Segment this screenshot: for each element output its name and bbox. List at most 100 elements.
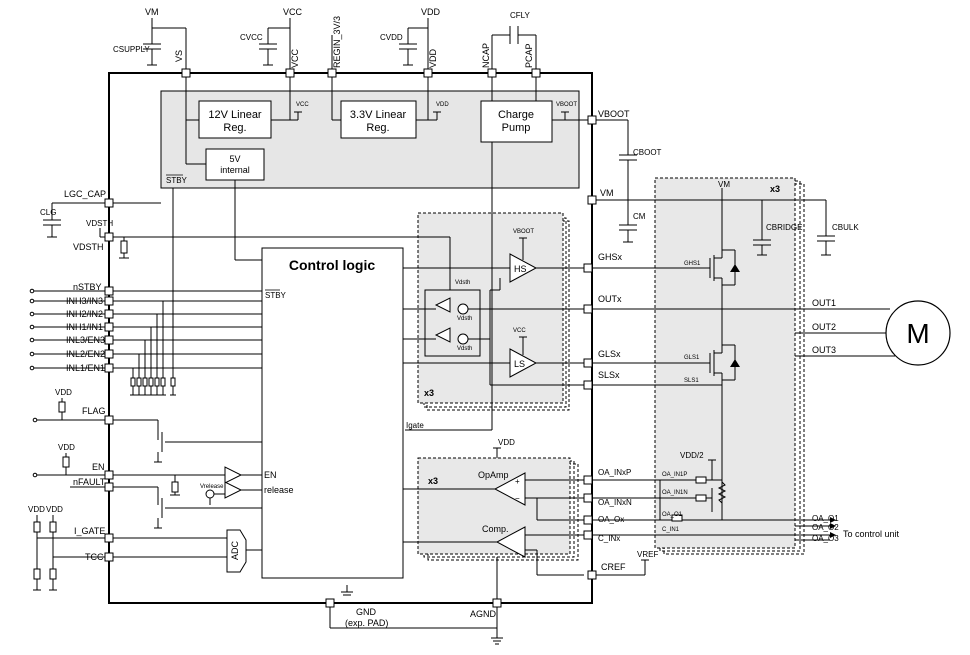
pin-en[interactable] [104,470,114,480]
vdd-igate1-label: VDD [28,505,45,514]
pin-agnd[interactable] [492,598,502,608]
pin-inh3[interactable] [104,296,114,306]
vcc-pin-label: VCC [290,48,300,68]
pin-inl2[interactable] [104,349,114,359]
pin-inl1[interactable] [104,363,114,373]
adc-block [226,529,247,573]
vm-top-label: VM [145,7,159,17]
pin-igate[interactable] [104,533,114,543]
pin-nstby[interactable] [104,286,114,296]
agnd-label: AGND [470,609,497,619]
c-inx-label: C_INx [598,534,620,543]
vboot-pin-label: VBOOT [598,109,630,119]
svg-text:+: + [515,477,520,486]
pin-slsx[interactable] [583,380,593,390]
hs-label: HS [514,264,527,274]
pin-oa-inxp[interactable] [583,475,593,485]
pin-gnd[interactable] [325,598,335,608]
pin-pcap[interactable] [531,68,541,78]
vdsth3-comp-label: Vdsth [457,346,472,352]
pin-glsx[interactable] [583,358,593,368]
pin-vcc[interactable] [285,68,295,78]
comparator-symbol [495,526,526,558]
inh1-label: INH1/IN1 [66,322,103,332]
pin-oa-inxn[interactable] [583,493,593,503]
vrelease-label: Vrelease [200,484,224,490]
comp-label: Comp. [482,524,509,534]
pin-ghsx[interactable] [583,263,593,273]
vs-pin-label: VS [174,50,184,62]
pin-outx[interactable] [583,304,593,314]
stby-logic-label: STBY [265,291,287,300]
pin-vdsth[interactable] [104,232,114,242]
vdd-en-label: VDD [58,443,75,452]
slsx-label: SLSx [598,370,620,380]
pin-vm[interactable] [587,195,597,205]
ncap-pin-label: NCAP [481,43,491,68]
charge-pump-block [480,100,553,143]
ghs1-label: GHS1 [684,261,701,267]
vboot-hs-label: VBOOT [513,229,534,235]
pin-flag[interactable] [104,415,114,425]
oa-o1-out: OA_O1 [812,514,839,523]
hs-driver [509,253,538,283]
control-logic-block [261,247,404,579]
oa-in1n-small: OA_IN1N [662,490,688,496]
control-logic-title: Control logic [289,257,376,273]
oa-inxp-label: OA_INxP [598,468,631,477]
cvcc-label: CVCC [240,33,263,42]
igate-label: I_GATE [74,526,105,536]
pin-tcc[interactable] [104,552,114,562]
out2-label: OUT2 [812,322,836,332]
csupply-label: CSUPPLY [113,45,150,54]
inh3-label: INH3/IN3 [66,296,103,306]
inl3-label: INL3/EN3 [66,335,105,345]
cm-label: CM [633,212,646,221]
vm-pin-label: VM [600,188,614,198]
charge-pump-line1: Charge [498,109,534,121]
sls1-label: SLS1 [684,378,699,384]
gnd-pad-label: (exp. PAD) [345,618,388,628]
gate-x3: x3 [424,388,434,398]
stby-label: STBY [166,176,188,185]
vref-label: VREF [637,550,658,559]
pin-inh1[interactable] [104,322,114,332]
input-pins [29,288,105,371]
pin-regin[interactable] [327,68,337,78]
vdd-top-label: VDD [421,7,441,17]
vdd2-label: VDD/2 [680,451,704,460]
oa-o1-small: OA_O1 [662,512,683,518]
vm-bridge-label: VM [718,180,730,189]
c-in1-small: C_IN1 [662,527,680,533]
gls1-label: GLS1 [684,355,700,361]
pin-cref[interactable] [587,570,597,580]
regin-pin-label: REGIN_3V/3 [332,16,342,68]
opamp-x3: x3 [428,476,438,486]
vdd-igate2-label: VDD [46,505,63,514]
vcc-small-label: VCC [296,102,309,108]
glsx-label: GLSx [598,349,621,359]
oa-o2-out: OA_O2 [812,523,839,532]
internal-5v-line1: 5V [229,154,240,164]
pin-lgc-cap[interactable] [104,198,114,208]
lgc-cap-label: LGC_CAP [64,189,106,199]
vboot-small-label: VBOOT [556,102,577,108]
cbridge-label: CBRIDGE [766,223,802,232]
pin-vs[interactable] [181,68,191,78]
pin-oa-ox[interactable] [583,515,593,525]
pin-vdd[interactable] [423,68,433,78]
pin-ncap[interactable] [487,68,497,78]
pin-inl3[interactable] [104,335,114,345]
pin-inh2[interactable] [104,309,114,319]
pin-nfault[interactable] [104,482,114,492]
pin-c-inx[interactable] [583,530,593,540]
to-control-unit-label: To control unit [843,529,900,539]
vdsth-label: VDSTH [73,242,104,252]
cref-label: CREF [601,562,626,572]
pin-vboot[interactable] [587,115,597,125]
vdd-flag-label: VDD [55,388,72,397]
opamp-region [417,457,571,555]
flag-label: FLAG [82,406,106,416]
vdsth2-comp-label: Vdsth [457,316,472,322]
